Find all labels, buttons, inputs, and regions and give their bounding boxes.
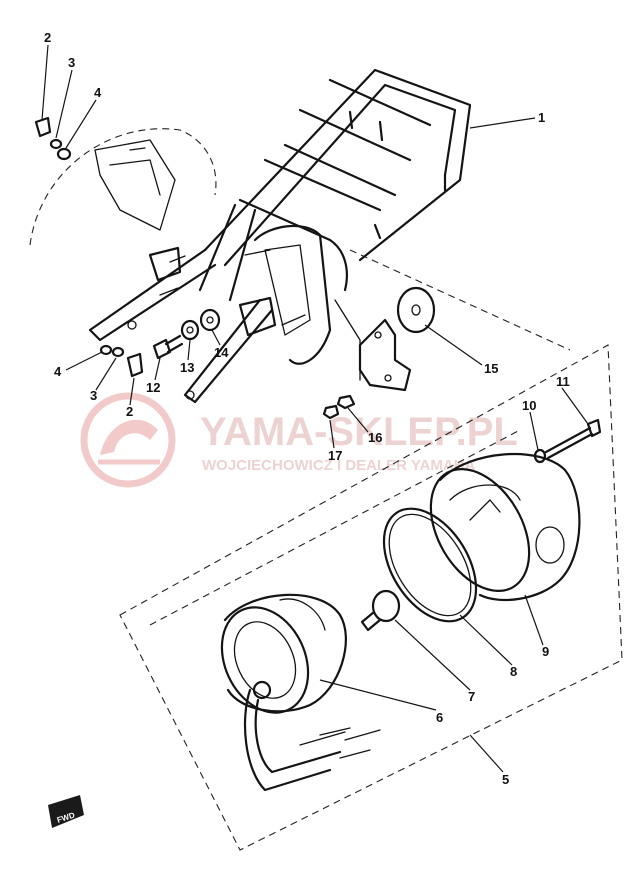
callout-3-bottom: 3 [90, 388, 97, 403]
callout-3-top: 3 [68, 55, 75, 70]
callout-5: 5 [502, 772, 509, 787]
part-7-bulb [360, 589, 401, 632]
callout-9: 9 [542, 644, 549, 659]
part-13-washer [180, 319, 200, 341]
fastener-set-bottom [99, 344, 144, 378]
callout-1: 1 [538, 110, 545, 125]
callout-16: 16 [368, 430, 382, 445]
part-14-washer [199, 308, 221, 332]
part-16-nut [336, 394, 356, 410]
callout-4-top: 4 [94, 85, 102, 100]
callout-7: 7 [468, 689, 475, 704]
fender-outline [29, 128, 217, 246]
rear-carrier-frame [88, 68, 472, 404]
callout-12: 12 [146, 380, 160, 395]
callout-11: 11 [556, 374, 570, 389]
callout-17: 17 [328, 448, 342, 463]
fender-bracket [94, 139, 176, 231]
assembly-boundary-inner [149, 429, 521, 626]
callout-8: 8 [510, 664, 517, 679]
assembly-boundary-upper [349, 249, 571, 351]
part-15-grommet [396, 286, 436, 334]
callout-2-bottom: 2 [126, 404, 133, 419]
callout-6: 6 [436, 710, 443, 725]
fastener-set-top [34, 116, 72, 161]
watermark-brand: YAMA-SKLEP.PL [200, 410, 518, 454]
callout-15: 15 [484, 361, 498, 376]
part-17-nut [322, 404, 340, 420]
callout-10: 10 [522, 398, 536, 413]
watermark: YAMA-SKLEP.PL WOJCIECHOWICZ I DEALER YAM… [80, 392, 518, 488]
callout-4-bottom: 4 [54, 364, 62, 379]
watermark-logo [80, 392, 176, 488]
callout-labels: 2 3 4 1 4 3 2 12 13 14 15 16 17 10 11 9 … [44, 30, 570, 787]
leader-lines [41, 44, 589, 773]
callout-2-top: 2 [44, 30, 51, 45]
part-11-screw [544, 418, 602, 460]
fwd-mark: FWD [48, 795, 84, 828]
callout-14: 14 [214, 345, 229, 360]
part-12-bolt [152, 334, 184, 360]
part-6-headlight-unit [220, 593, 381, 792]
watermark-tagline: WOJCIECHOWICZ I DEALER YAMAHA [202, 457, 476, 474]
side-bracket [358, 318, 412, 392]
callout-13: 13 [180, 360, 194, 375]
part-9-headlight-housing [429, 452, 581, 602]
